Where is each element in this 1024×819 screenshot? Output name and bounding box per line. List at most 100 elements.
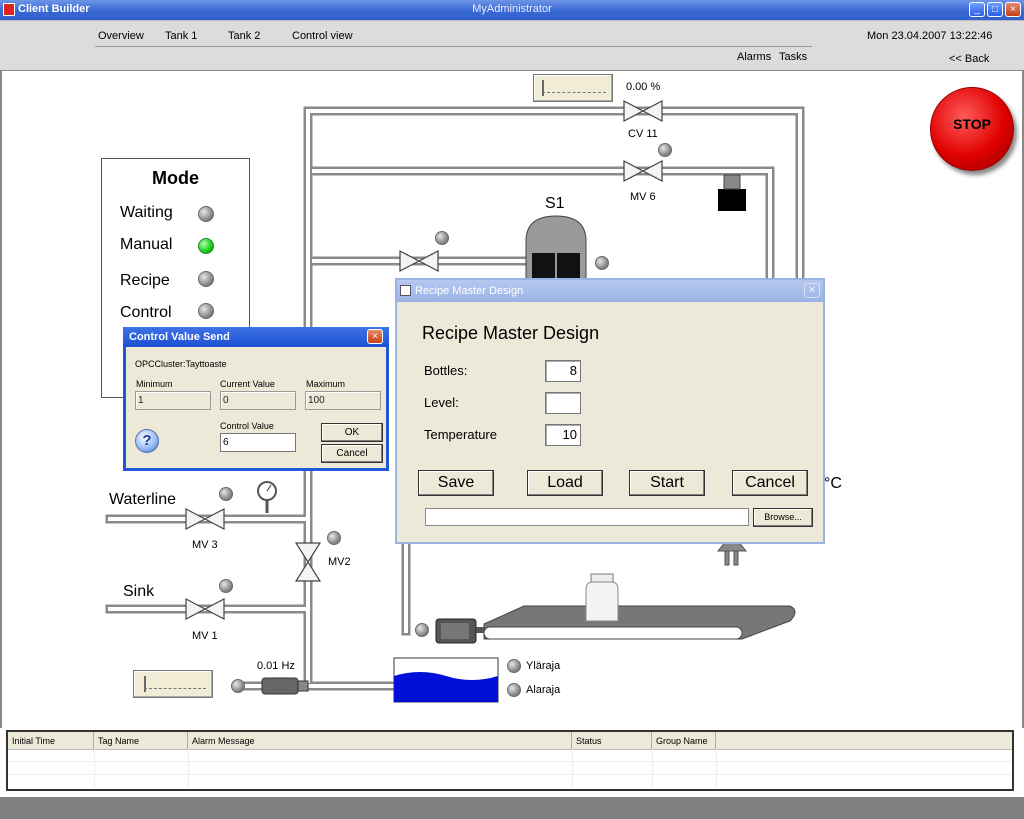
waterline-label: Waterline — [109, 491, 176, 508]
control-dialog-close-button[interactable]: × — [367, 329, 383, 344]
valve-mv6-icon — [623, 160, 663, 182]
slider-thumb[interactable] — [542, 80, 544, 96]
mode-manual-lamp — [198, 238, 214, 254]
valve-cv11-icon — [623, 100, 663, 122]
cv11-value: 0.00 % — [626, 81, 661, 93]
mode-title: Mode — [152, 168, 199, 188]
tag-name: OPCCluster:Tayttoaste — [135, 359, 227, 369]
app-title: Client Builder — [18, 3, 90, 15]
valve-mv3-icon — [185, 508, 225, 530]
save-button[interactable]: Save — [418, 470, 494, 496]
alarm-table: Initial Time Tag Name Alarm Message Stat… — [6, 730, 1014, 791]
col-status[interactable]: Status — [572, 732, 652, 749]
stop-button[interactable]: STOP — [930, 87, 1014, 171]
mv3-lamp — [219, 487, 233, 501]
col-tag-name[interactable]: Tag Name — [94, 732, 188, 749]
bottles-input[interactable]: 8 — [545, 360, 581, 382]
recipe-dialog-titlebar: Recipe Master Design × — [397, 280, 823, 302]
slider-ticks — [542, 92, 606, 96]
filler-nozzle-icon — [716, 540, 748, 566]
level-input[interactable] — [545, 392, 581, 414]
pressure-gauge-icon — [257, 481, 277, 513]
s1-lamp — [595, 256, 609, 270]
pump-icon — [261, 677, 309, 695]
pump-lamp — [231, 679, 245, 693]
close-button[interactable]: × — [1005, 2, 1021, 17]
mode-control-label: Control — [120, 304, 172, 321]
control-dialog-title: Control Value Send — [129, 331, 230, 343]
mv1-label: MV 1 — [192, 630, 218, 642]
col-divider — [188, 749, 189, 789]
browse-button[interactable]: Browse... — [753, 508, 813, 527]
level-label: Level: — [424, 395, 459, 410]
col-alarm-message[interactable]: Alarm Message — [188, 732, 572, 749]
start-button[interactable]: Start — [629, 470, 705, 496]
col-initial-time[interactable]: Initial Time — [8, 732, 94, 749]
mv1-lamp — [219, 579, 233, 593]
bottle-icon — [585, 573, 619, 622]
pump-frequency: 0.01 Hz — [257, 660, 295, 672]
app-icon — [3, 3, 15, 16]
datetime: Mon 23.04.2007 13:22:46 — [867, 30, 993, 42]
minimum-label: Minimum — [136, 379, 173, 389]
file-path-input[interactable] — [425, 508, 749, 526]
nav-overview[interactable]: Overview — [98, 30, 144, 42]
system-menu-icon[interactable] — [400, 285, 411, 296]
mode-recipe-lamp — [198, 271, 214, 287]
load-button[interactable]: Load — [527, 470, 603, 496]
window-title: MyAdministrator — [472, 3, 552, 15]
sink-label: Sink — [123, 583, 155, 600]
mv6-lamp — [658, 143, 672, 157]
current-value-label: Current Value — [220, 379, 275, 389]
nav-tank-1[interactable]: Tank 1 — [165, 30, 198, 42]
nav-control-view[interactable]: Control view — [292, 30, 353, 42]
table-row — [8, 761, 1012, 762]
col-divider — [716, 749, 717, 789]
window-titlebar: Client Builder MyAdministrator _ □ × — [0, 0, 1024, 20]
control-value-dialog: Control Value Send × OPCCluster:Tayttoas… — [123, 327, 389, 471]
temperature-label: Temperature — [424, 427, 497, 442]
valve-mv2-icon — [294, 542, 322, 582]
alarm-table-header: Initial Time Tag Name Alarm Message Stat… — [8, 732, 1012, 750]
recipe-dialog: Recipe Master Design × Recipe Master Des… — [395, 278, 825, 544]
control-value-input[interactable]: 6 — [220, 433, 296, 452]
col-divider — [572, 749, 573, 789]
mode-recipe-label: Recipe — [120, 272, 170, 289]
recipe-dialog-close-button[interactable]: × — [804, 283, 820, 298]
mode-waiting-lamp — [198, 206, 214, 222]
mv6-label: MV 6 — [630, 191, 656, 203]
high-limit-label: Yläraja — [526, 660, 561, 672]
high-limit-lamp — [507, 659, 521, 673]
recipe-cancel-button[interactable]: Cancel — [732, 470, 808, 496]
piping-diagram — [105, 100, 805, 703]
control-value-label: Control Value — [220, 421, 274, 431]
maximum-label: Maximum — [306, 379, 346, 389]
minimum-field: 1 — [135, 391, 211, 410]
pump-speed-slider[interactable] — [133, 670, 213, 698]
recipe-heading: Recipe Master Design — [422, 323, 600, 343]
nav-tank-2[interactable]: Tank 2 — [228, 30, 261, 42]
nav-tasks[interactable]: Tasks — [779, 51, 808, 63]
cv11-slider[interactable] — [533, 74, 613, 102]
sensor-icon — [718, 174, 746, 211]
ok-button[interactable]: OK — [321, 423, 383, 442]
mv2-lamp — [327, 531, 341, 545]
conveyor-motor-icon — [435, 618, 484, 644]
col-divider — [652, 749, 653, 789]
bottles-label: Bottles: — [424, 363, 468, 378]
slider-ticks — [144, 688, 206, 692]
mv3-label: MV 3 — [192, 539, 218, 551]
nav-divider — [95, 46, 812, 47]
mv2-label: MV2 — [328, 556, 351, 568]
nav-alarms[interactable]: Alarms — [737, 51, 772, 63]
back-link[interactable]: << Back — [949, 53, 990, 65]
maximize-button[interactable]: □ — [987, 2, 1003, 17]
slider-thumb[interactable] — [144, 676, 146, 692]
col-group-name[interactable]: Group Name — [652, 732, 716, 749]
conveyor-belt-icon — [483, 605, 796, 640]
cancel-button[interactable]: Cancel — [321, 444, 383, 463]
mode-control-lamp — [198, 303, 214, 319]
motor-lamp — [415, 623, 429, 637]
minimize-button[interactable]: _ — [969, 2, 985, 17]
temperature-input[interactable]: 10 — [545, 424, 581, 446]
